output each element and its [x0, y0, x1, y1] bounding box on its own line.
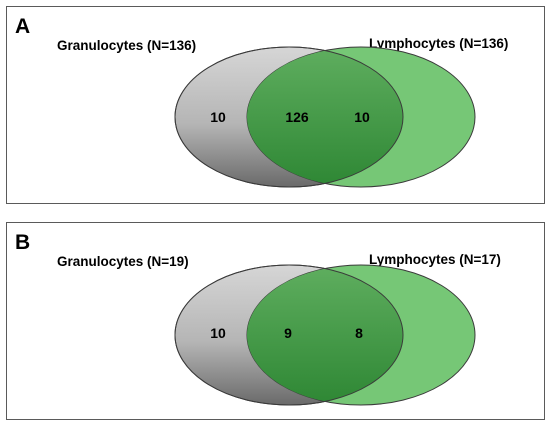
left-set-label: Granulocytes (N=136): [57, 38, 196, 53]
right-set-label: Lymphocytes (N=17): [369, 252, 501, 267]
panel-letter: A: [15, 15, 30, 38]
right-only-count: 8: [355, 325, 363, 341]
granulocytes-outline: [174, 264, 404, 406]
venn-panel-a: A Granulocytes (N=136) Lymphocytes (N=13…: [6, 6, 545, 204]
venn-diagram-a: A Granulocytes (N=136) Lymphocytes (N=13…: [15, 15, 508, 188]
right-only-count: 10: [354, 109, 370, 125]
overlap-region: [247, 47, 403, 187]
left-only-count: 10: [210, 109, 226, 125]
overlap-count: 126: [285, 109, 309, 125]
venn-panel-b: B Granulocytes (N=19) Lymphocytes (N=17)…: [6, 222, 545, 420]
panel-letter: B: [15, 231, 30, 254]
granulocytes-outline: [174, 46, 404, 188]
overlap-region: [247, 265, 403, 405]
venn-diagram-b: B Granulocytes (N=19) Lymphocytes (N=17)…: [15, 231, 501, 406]
right-set-label: Lymphocytes (N=136): [369, 36, 508, 51]
left-set-label: Granulocytes (N=19): [57, 254, 189, 269]
overlap-count: 9: [284, 325, 292, 341]
left-only-count: 10: [210, 325, 226, 341]
